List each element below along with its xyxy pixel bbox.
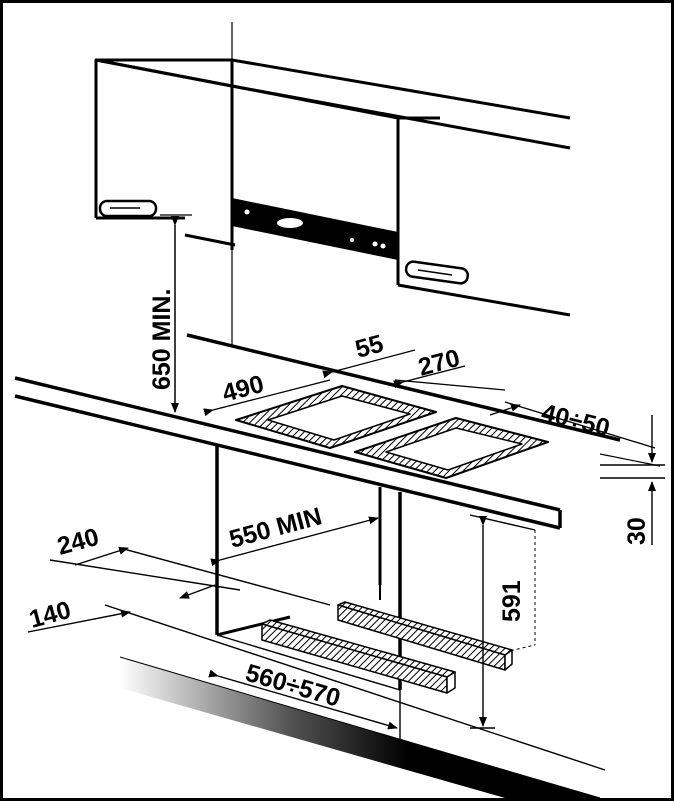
label-550-min: 550 MIN (226, 502, 325, 554)
cabinet-rails (261, 601, 513, 694)
label-591: 591 (498, 580, 526, 622)
label-270: 270 (415, 344, 463, 382)
label-140: 140 (26, 596, 74, 634)
label-240: 240 (54, 523, 102, 561)
label-40-50: 40÷50 (539, 399, 613, 443)
hood-bracket (232, 198, 398, 260)
wall-cabinets (94, 58, 571, 317)
cabinet-handle-left (98, 199, 158, 218)
dim-650-min: 650 MIN. (148, 214, 192, 413)
label-490: 490 (219, 370, 267, 408)
dim-30: 30 (600, 415, 665, 545)
dim-550-min: 550 MIN (210, 502, 379, 567)
worktop (14, 333, 661, 530)
hob-cutouts (235, 385, 549, 479)
label-30: 30 (623, 517, 651, 545)
label-650-min: 650 MIN. (148, 289, 176, 390)
hob-dimensions: 490 55 270 40÷50 (203, 330, 656, 449)
cabinet-handle-right (404, 260, 470, 285)
dim-591: 591 (469, 514, 536, 729)
